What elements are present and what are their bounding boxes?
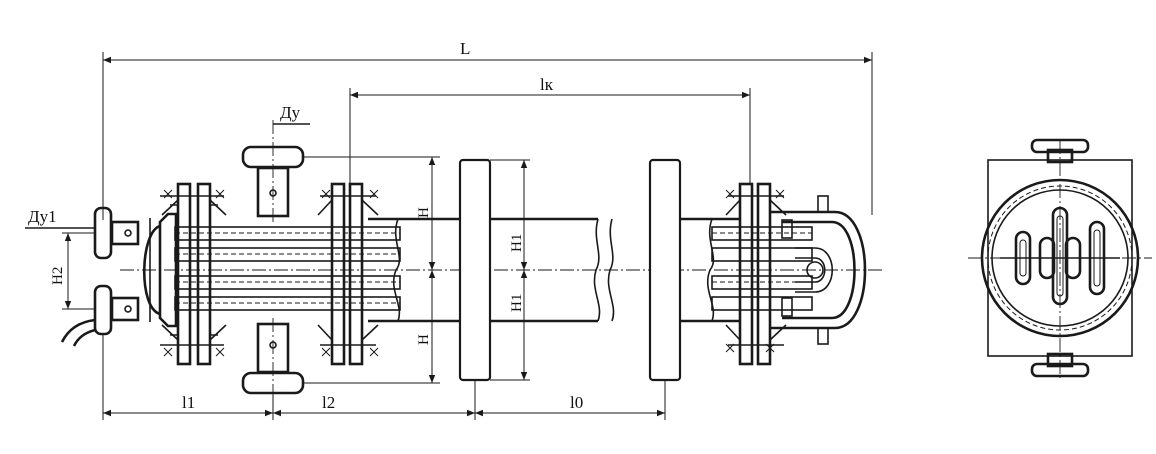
- support-saddle-right: [648, 158, 682, 382]
- dim-H-top-label: H: [416, 207, 432, 218]
- u-bend-cover: [770, 195, 867, 345]
- tube-bundle-right: [711, 226, 813, 311]
- dim-L-label: L: [460, 39, 470, 58]
- dim-Du-label: Ду: [280, 103, 301, 122]
- dim-H2-label: H2: [50, 267, 66, 285]
- side-view: [60, 120, 885, 410]
- distribution-chamber: [143, 212, 178, 328]
- end-view: [968, 138, 1152, 378]
- dim-lk-label: lк: [540, 75, 554, 94]
- dim-l1-label: l1: [182, 393, 195, 412]
- tubesheet-flange-left: [160, 182, 227, 366]
- shell-nozzle-top: [241, 120, 305, 225]
- tube-nozzle-bottom: [60, 284, 140, 347]
- shell-flange-left: [317, 182, 379, 366]
- dim-l0-label: l0: [570, 393, 583, 412]
- dim-H1-bottom-label: H1: [509, 294, 525, 312]
- floating-head-flange: [725, 182, 787, 366]
- dim-H1-top-label: H1: [509, 234, 525, 252]
- dim-Du1-label: Ду1: [28, 207, 57, 226]
- dimensions: L lк Ду Ду1 H2 H H H1 H1: [25, 39, 873, 420]
- dim-l2-label: l2: [322, 393, 335, 412]
- bolt-marks: [163, 189, 785, 357]
- support-saddle-left: [458, 158, 492, 382]
- dim-H-bottom-label: H: [416, 334, 432, 345]
- tube-nozzle-top: [93, 206, 140, 260]
- end-view-flange: [980, 178, 1140, 338]
